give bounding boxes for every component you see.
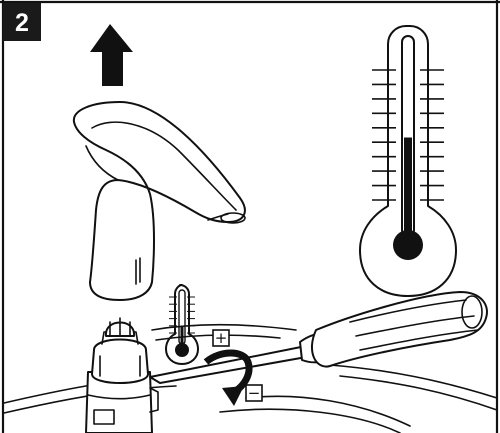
large-bulb xyxy=(393,230,423,260)
small-mercury-column xyxy=(180,325,184,350)
temperature-gauge-small xyxy=(165,284,199,365)
increase-symbol: + xyxy=(215,329,228,347)
small-scale-ticks xyxy=(169,296,195,334)
decrease-symbol: − xyxy=(248,384,261,402)
rotate-arrow-icon xyxy=(203,349,253,406)
temperature-gauge-large xyxy=(359,25,457,297)
screwdriver-icon xyxy=(149,291,488,384)
decrease-sign: − xyxy=(245,384,263,402)
step-number: 2 xyxy=(15,9,29,37)
faucet-spout-icon xyxy=(72,101,246,301)
small-bulb xyxy=(175,343,189,357)
increase-sign: + xyxy=(212,329,230,347)
cartridge-icon xyxy=(85,317,159,433)
large-scale-ticks xyxy=(372,69,444,201)
large-mercury-column xyxy=(404,137,412,241)
arrow-up-icon xyxy=(90,24,133,86)
step-badge: 2 xyxy=(3,3,41,41)
